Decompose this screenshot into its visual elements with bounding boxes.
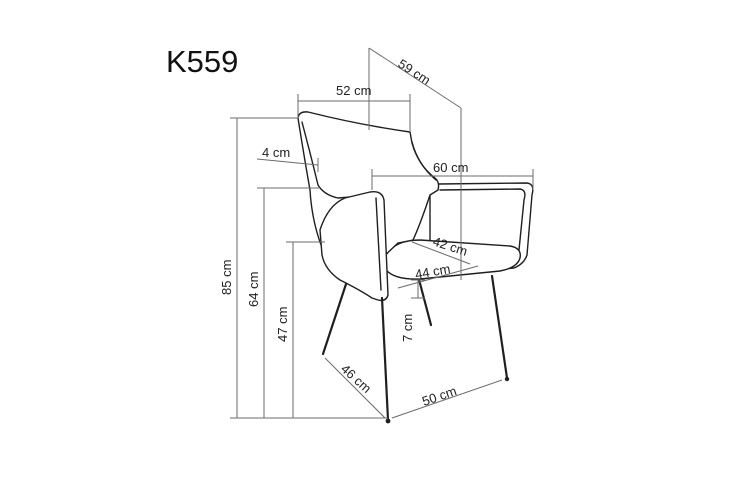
dim-line-depth-total bbox=[368, 47, 462, 109]
label-seat-height: 47 cm bbox=[275, 307, 290, 342]
label-seat-thickness: 7 cm bbox=[400, 314, 415, 342]
chair-back-right-edge bbox=[411, 141, 437, 181]
chair-leg-front-left bbox=[380, 296, 390, 422]
label-back-width: 52 cm bbox=[336, 83, 371, 98]
label-depth-total: 59 cm bbox=[395, 56, 433, 88]
label-armrest-height: 64 cm bbox=[246, 272, 261, 307]
dim-line-seat-depth bbox=[397, 265, 479, 289]
chair-drawing bbox=[297, 111, 534, 424]
dim-line-base-width bbox=[391, 379, 503, 419]
label-seat-depth: 44 cm bbox=[414, 261, 451, 282]
dim-line-back-thickness bbox=[256, 158, 319, 166]
chair-right-armrest-inner bbox=[439, 188, 526, 251]
dim-line-seat-width bbox=[411, 241, 471, 265]
chair-leg-back-left bbox=[321, 276, 350, 356]
chair-left-armrest bbox=[319, 190, 389, 302]
chair-foot-front-right bbox=[504, 376, 510, 382]
label-height-total: 85 cm bbox=[219, 260, 234, 295]
chair-foot-front-left bbox=[385, 418, 391, 424]
label-base-depth: 46 cm bbox=[338, 361, 374, 396]
label-back-thickness: 4 cm bbox=[262, 145, 290, 160]
label-base-width: 50 cm bbox=[420, 383, 458, 409]
dimension-lines bbox=[230, 47, 534, 419]
chair-leg-front-right bbox=[490, 274, 509, 380]
label-width-total: 60 cm bbox=[433, 160, 468, 175]
model-title: K559 bbox=[166, 44, 238, 79]
dim-line-base-depth bbox=[324, 357, 386, 419]
chair-left-armrest-seam bbox=[375, 197, 382, 291]
